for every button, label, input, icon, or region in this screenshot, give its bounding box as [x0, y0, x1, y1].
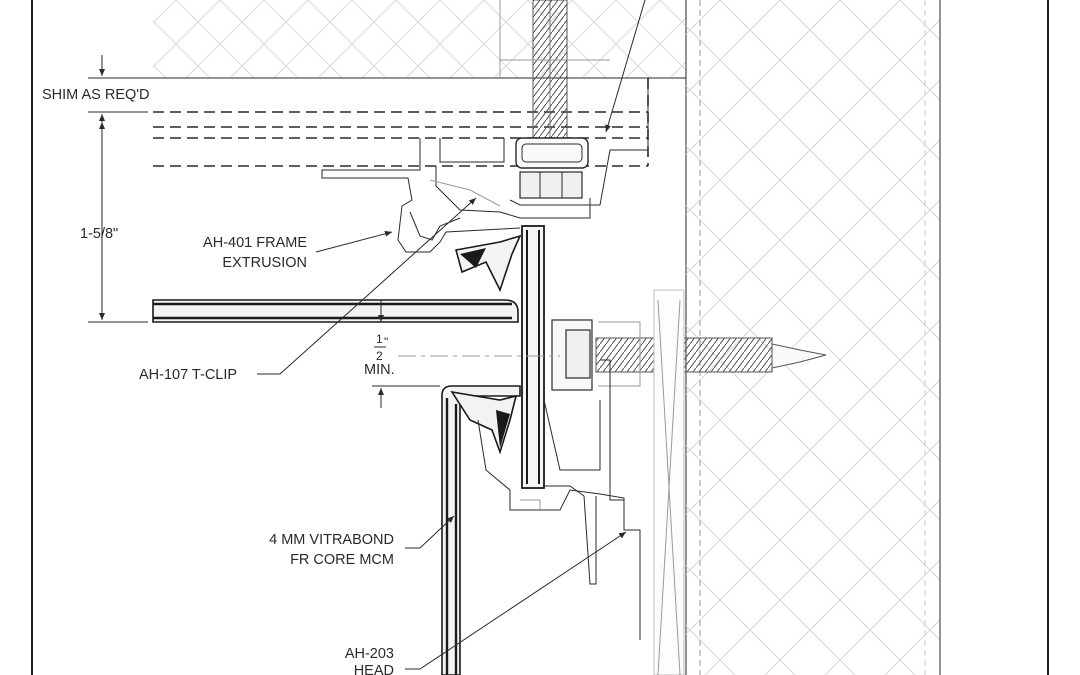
- top-fastener: [499, 0, 610, 199]
- leader-lines: [257, 0, 646, 670]
- head-label-line1: AH-203: [345, 646, 394, 662]
- height-dim-label: 1-5/8": [80, 226, 118, 242]
- panel-label-line2: FR CORE MCM: [290, 552, 394, 568]
- lower-panel: [441, 385, 521, 675]
- top-substrate: [153, 0, 687, 675]
- gap-fraction-denominator: 2: [376, 349, 383, 363]
- shim-label: SHIM AS REQ'D: [42, 87, 150, 103]
- wall-fastener: [551, 289, 827, 675]
- wall-insulation: [686, 0, 941, 675]
- panel-label-line1: 4 MM VITRABOND: [269, 532, 394, 548]
- drawing-border: [31, 0, 1049, 675]
- head-label-line2: HEAD: [354, 663, 394, 675]
- gap-dimension: [372, 300, 560, 408]
- frame-extrusion-label-line2: EXTRUSION: [222, 255, 307, 271]
- head-extrusion: [477, 359, 641, 640]
- frame-extrusion-label-line1: AH-401 FRAME: [203, 235, 307, 251]
- t-clip-plate: [521, 225, 545, 489]
- gap-min-label: MIN.: [364, 362, 395, 378]
- t-clip-label: AH-107 T-CLIP: [139, 367, 237, 383]
- height-dimension: [88, 120, 148, 323]
- frame-extrusion: [321, 78, 649, 253]
- gap-fraction-numerator: 1: [376, 332, 383, 346]
- gap-fraction-inch-mark: ": [384, 335, 388, 349]
- upper-panel: [152, 234, 522, 323]
